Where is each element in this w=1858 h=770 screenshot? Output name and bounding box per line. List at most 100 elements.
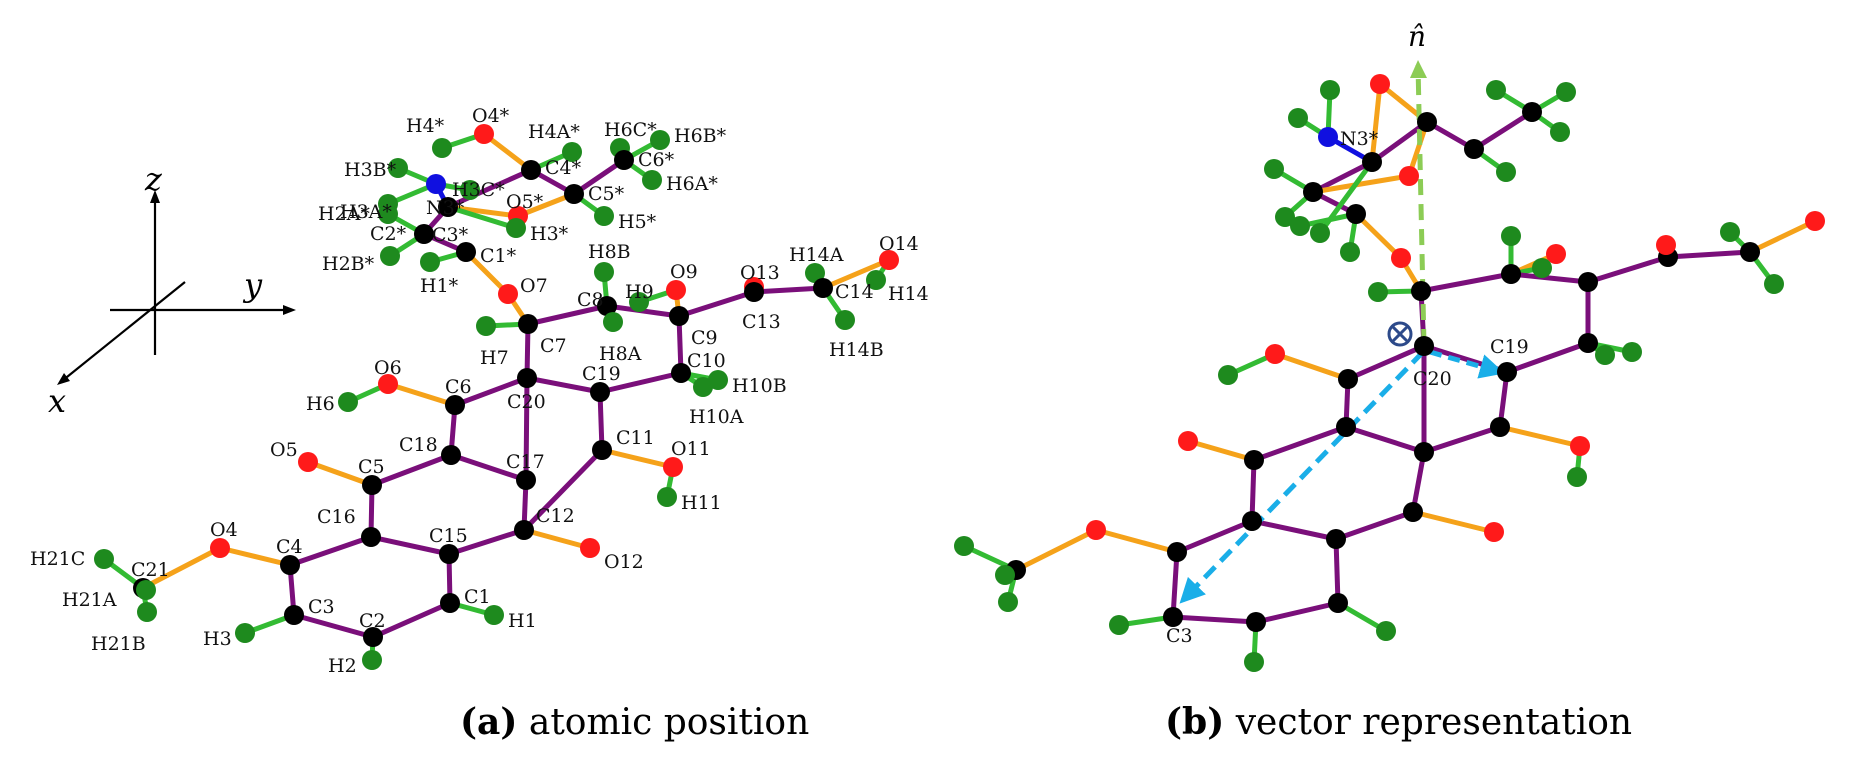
atom-label-25: O13 — [740, 262, 780, 284]
y-axis-arrowhead — [283, 305, 296, 315]
atom-label-10: H3C* — [452, 179, 505, 201]
y-axis-label: y — [242, 266, 263, 304]
atom-b-13 — [1303, 182, 1323, 202]
bond-65 — [291, 612, 376, 640]
atom-b-57 — [1167, 542, 1187, 562]
atom-label-46: C18 — [399, 434, 438, 456]
atom-b-20 — [1391, 248, 1411, 268]
atom-56 — [210, 538, 230, 558]
atom-b-37 — [1414, 336, 1434, 356]
atom-b-38 — [1497, 362, 1517, 382]
atom-52 — [657, 487, 677, 507]
caption-b-tag: (b) — [1165, 701, 1224, 743]
bond-b-42 — [1272, 351, 1351, 382]
atom-55 — [514, 520, 534, 540]
atom-label-55: C12 — [536, 505, 575, 527]
atom-b-23 — [1501, 264, 1521, 284]
atom-label-36: H8A — [599, 343, 642, 365]
panel-a-atoms — [94, 124, 899, 670]
bond-4 — [571, 157, 627, 197]
atom-label-26: H14A — [789, 244, 844, 266]
atom-39 — [671, 363, 691, 383]
atom-20 — [380, 246, 400, 266]
atom-label-44: C20 — [507, 391, 546, 413]
atom-65 — [484, 605, 504, 625]
atom-63 — [440, 593, 460, 613]
bond-57 — [369, 452, 454, 488]
bond-31 — [676, 289, 757, 319]
atom-label-19: C1* — [480, 245, 517, 267]
atom-b-60 — [1086, 520, 1106, 540]
atom-label-0: H4* — [406, 115, 445, 137]
atom-label-14: H2A* — [318, 203, 370, 225]
atom-4 — [650, 130, 670, 150]
atom-64 — [363, 627, 383, 647]
bond-60 — [368, 534, 452, 557]
atom-b-15 — [1264, 159, 1284, 179]
atom-49 — [516, 470, 536, 490]
atom-b-18 — [1290, 216, 1310, 236]
atom-57 — [280, 555, 300, 575]
atom-b-22 — [1411, 281, 1431, 301]
panel-b-atom-label-2: C19 — [1490, 336, 1529, 358]
atom-37 — [835, 310, 855, 330]
atom-label-8: H6A* — [666, 173, 718, 195]
atom-b-11 — [1496, 162, 1516, 182]
atom-16 — [594, 206, 614, 226]
atom-45 — [693, 377, 713, 397]
bond-b-38 — [1504, 340, 1591, 375]
bond-b-7 — [1471, 109, 1535, 152]
atom-label-54: C15 — [429, 525, 468, 547]
atom-b-3 — [1318, 127, 1338, 147]
atom-label-7: C4* — [545, 157, 582, 179]
caption-a-text: atomic position — [517, 702, 809, 743]
panel-a-bonds — [101, 131, 892, 663]
atom-label-28: C8 — [577, 289, 604, 311]
into-page-symbol-cross-b — [1390, 324, 1410, 344]
atom-18 — [506, 218, 526, 238]
atom-6 — [614, 150, 634, 170]
bond-b-28 — [1508, 271, 1591, 285]
captions: (a) atomic position (b) vector represent… — [460, 701, 1632, 743]
bond-70 — [140, 545, 223, 591]
atom-b-59 — [1109, 615, 1129, 635]
atom-5 — [388, 158, 408, 178]
atom-b-44 — [1567, 467, 1587, 487]
atom-b-31 — [1720, 222, 1740, 242]
atom-b-62 — [954, 536, 974, 556]
panel-b-atom-label-0: N3* — [1340, 128, 1379, 150]
atom-label-59: C21 — [131, 559, 170, 581]
atom-14 — [378, 204, 398, 224]
bond-b-12 — [1310, 159, 1375, 195]
bond-55 — [521, 527, 593, 551]
atom-label-45: H10A — [689, 406, 744, 428]
bond-20 — [445, 204, 519, 231]
x-axis-arrowhead — [57, 373, 70, 385]
bond-44 — [452, 375, 530, 408]
atom-b-45 — [1414, 442, 1434, 462]
atom-b-27 — [1656, 235, 1676, 255]
bond-b-56 — [1410, 449, 1427, 515]
atom-43 — [338, 392, 358, 412]
atom-label-16: H5* — [618, 211, 657, 233]
atom-b-54 — [1246, 612, 1266, 632]
atom-label-12: N3* — [426, 197, 465, 219]
atom-41 — [590, 382, 610, 402]
atom-label-35: C7 — [540, 335, 567, 357]
atom-61 — [136, 580, 156, 600]
atom-label-34: H7 — [480, 347, 509, 369]
atom-58 — [94, 549, 114, 569]
atom-b-51 — [1403, 502, 1423, 522]
atom-42 — [708, 370, 728, 390]
atom-b-16 — [1275, 207, 1295, 227]
bond-b-47 — [1421, 424, 1503, 455]
atom-b-47 — [1244, 450, 1264, 470]
atom-label-64: C2 — [359, 610, 386, 632]
atom-label-43: H6 — [306, 393, 335, 415]
atom-b-58 — [1163, 607, 1183, 627]
bond-63 — [370, 600, 453, 640]
z-axis-arrowhead — [150, 190, 160, 203]
atom-label-27: O14 — [879, 233, 919, 255]
bond-b-51 — [1251, 424, 1349, 463]
